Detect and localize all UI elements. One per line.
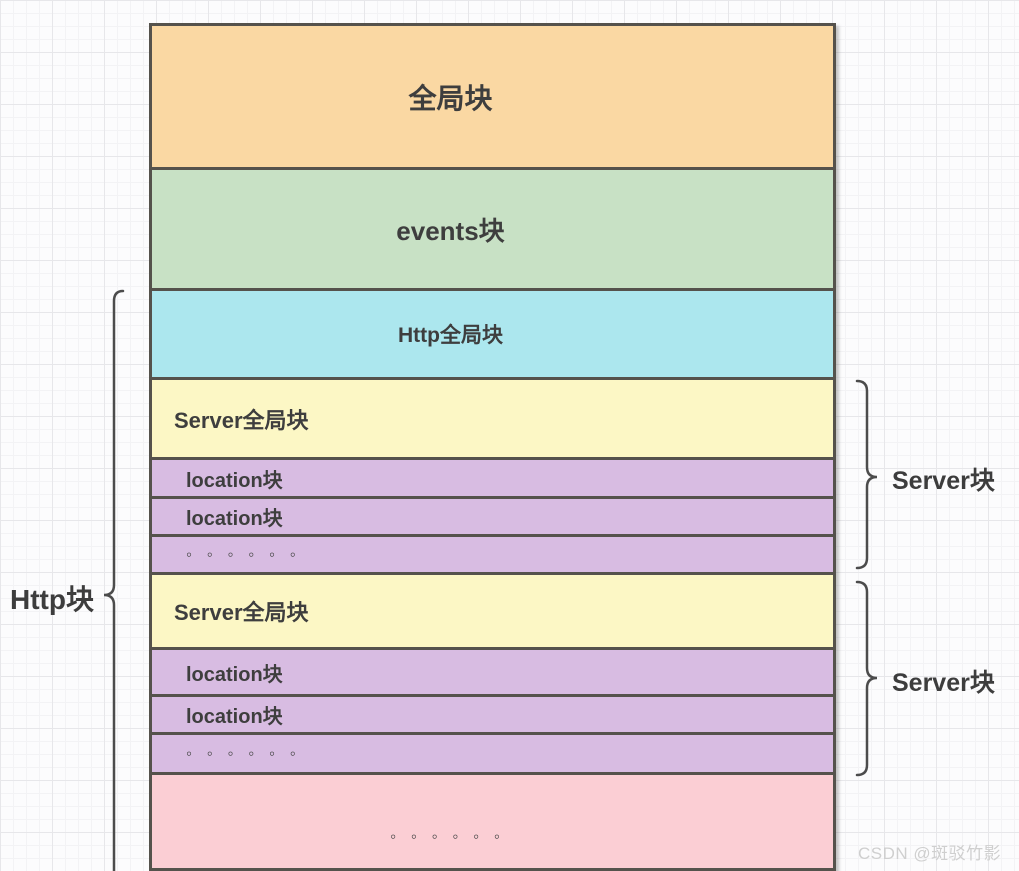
server-brace-label-1: Server块 (892, 467, 995, 495)
block-location-4-label: location块 (186, 706, 283, 728)
block-server-global-1-label: Server全局块 (174, 407, 309, 433)
config-block-stack: 全局块 events块 Http全局块 Server全局块 location块 … (149, 23, 836, 871)
http-brace-label: Http块 (10, 584, 94, 615)
ellipsis-dots-bottom: ◦ ◦ ◦ ◦ ◦ ◦ (390, 827, 505, 846)
csdn-watermark: CSDN @斑驳竹影 (858, 844, 1002, 863)
block-global-label: 全局块 (408, 82, 493, 114)
block-http-global: Http全局块 (149, 288, 836, 380)
block-server-global-2-label: Server全局块 (174, 600, 309, 625)
block-location-3: location块 (149, 647, 836, 697)
block-global: 全局块 (149, 23, 836, 170)
ellipsis-dots-1: ◦ ◦ ◦ ◦ ◦ ◦ (186, 544, 301, 564)
server-brace-2 (855, 580, 878, 777)
block-server-global-2: Server全局块 (149, 572, 836, 650)
block-location-2: location块 (149, 496, 836, 537)
block-location-4: location块 (149, 694, 836, 735)
block-ellipsis-1: ◦ ◦ ◦ ◦ ◦ ◦ (149, 534, 836, 575)
server-brace-label-2: Server块 (892, 669, 995, 697)
block-location-1: location块 (149, 457, 836, 499)
block-events-label: events块 (396, 215, 505, 246)
block-location-3-label: location块 (186, 663, 283, 686)
block-http-global-label: Http全局块 (398, 324, 503, 347)
ellipsis-dots-2: ◦ ◦ ◦ ◦ ◦ ◦ (186, 743, 301, 763)
block-location-1-label: location块 (186, 469, 283, 492)
block-location-2-label: location块 (186, 508, 283, 530)
http-brace (103, 289, 125, 871)
block-events: events块 (149, 167, 836, 291)
server-brace-1 (855, 379, 878, 570)
block-ellipsis-2: ◦ ◦ ◦ ◦ ◦ ◦ (149, 732, 836, 775)
block-ellipsis-bottom: ◦ ◦ ◦ ◦ ◦ ◦ (149, 772, 836, 871)
block-server-global-1: Server全局块 (149, 377, 836, 460)
